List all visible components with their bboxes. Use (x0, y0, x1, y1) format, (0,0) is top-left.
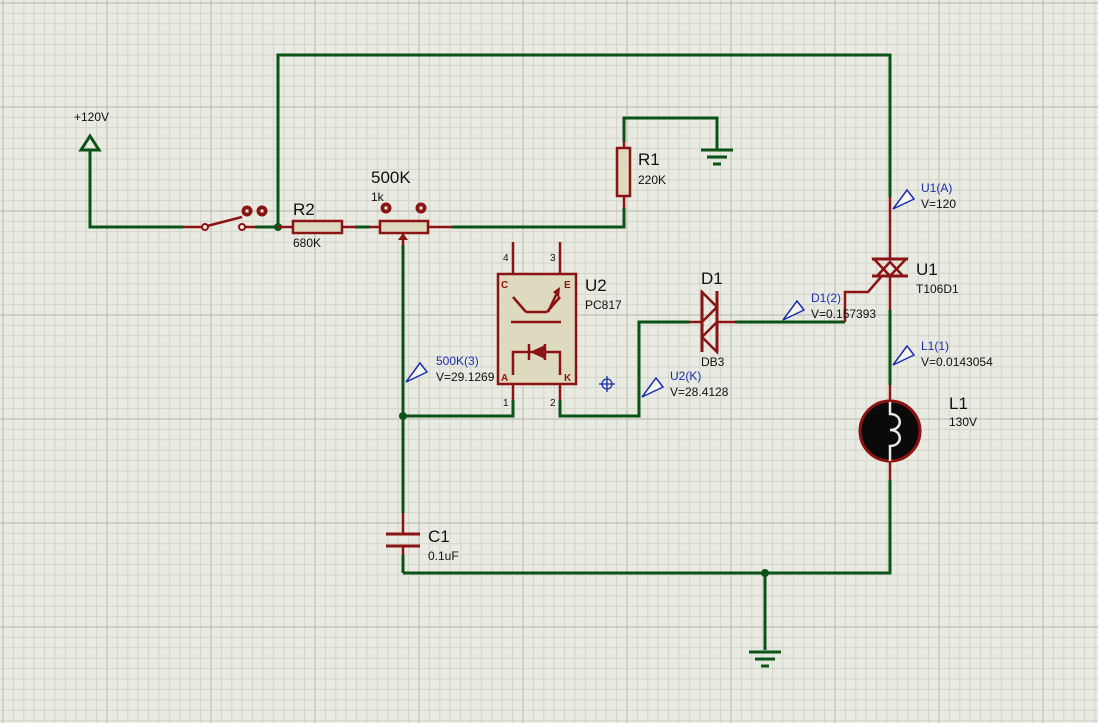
pot-ref: 500K (371, 168, 411, 187)
u1-value: T106D1 (916, 282, 959, 296)
pot-button-dot (384, 206, 388, 210)
wire-u2k-diac[interactable] (558, 320, 690, 418)
junctions (274, 223, 769, 577)
power-label: +120V (74, 110, 109, 124)
u2-pin-c: C (501, 280, 508, 291)
voltage-probe-pot3[interactable]: 500K(3) V=29.1269 (405, 354, 495, 384)
r1-ref: R1 (638, 150, 660, 169)
probe-value: V=29.1269 (436, 370, 495, 384)
d1-triangle-icon (700, 288, 719, 326)
wire-top-loop[interactable] (276, 53, 892, 227)
resistor-r2[interactable]: R2 680K (278, 200, 355, 250)
c1-ref: C1 (428, 527, 450, 546)
d1-ref: D1 (701, 269, 723, 288)
switch-blade (206, 215, 243, 228)
r1-value: 220K (638, 173, 666, 187)
wire-ground-bus[interactable] (403, 480, 892, 575)
probe-arrow-icon (405, 361, 429, 383)
d1-triangle-icon (700, 318, 719, 356)
u2-pin-e: E (564, 280, 571, 291)
wire-pot-r1[interactable] (452, 208, 626, 229)
u1-gate (843, 276, 882, 322)
probe-name: U1(A) (921, 181, 952, 195)
switch-button-dot (245, 209, 249, 213)
lamp-filament-icon (888, 402, 901, 461)
ground-bottom-icon (749, 650, 781, 668)
probe-value: V=0.0143054 (921, 355, 993, 369)
probe-value: V=120 (921, 197, 956, 211)
u2-pin3-num: 3 (550, 253, 556, 264)
wire-supply[interactable] (88, 150, 183, 229)
l1-ref: L1 (949, 394, 968, 413)
pot-wiper-arrow-icon (398, 233, 408, 240)
probe-name: D1(2) (811, 291, 841, 305)
switch-contact (238, 223, 246, 231)
probe-arrow-icon (782, 299, 806, 321)
u2-light-arrow-icon (553, 287, 560, 298)
crosshair-cursor-icon (599, 376, 615, 392)
switch-button-dot (260, 209, 264, 213)
r1-body (615, 146, 632, 198)
pot-button-dot (419, 206, 423, 210)
probe-value: V=0.157393 (811, 307, 876, 321)
u2-led-triangle-icon (530, 345, 545, 359)
probe-arrow-icon (892, 344, 916, 366)
triac-u1[interactable]: U1 T106D1 (843, 197, 959, 322)
u2-value: PC817 (585, 298, 622, 312)
r2-body (291, 219, 344, 235)
probe-name: L1(1) (921, 339, 949, 353)
probe-arrow-icon (641, 376, 665, 398)
r2-value: 680K (293, 236, 321, 250)
wire-pin1[interactable] (403, 400, 515, 418)
capacitor-c1[interactable]: C1 0.1uF (386, 513, 459, 563)
switch[interactable] (183, 205, 268, 231)
pot-body (378, 219, 430, 235)
u2-pin1-num: 1 (503, 398, 509, 409)
resistor-r1[interactable]: R1 220K (615, 142, 666, 208)
optocoupler-u2[interactable]: C E A K 4 3 1 2 U2 PC817 (496, 242, 622, 409)
probe-name: U2(K) (670, 369, 701, 383)
u2-pin-k: K (564, 373, 572, 384)
voltage-probe-l1-1[interactable]: L1(1) V=0.0143054 (892, 339, 993, 369)
probe-name: 500K(3) (436, 354, 479, 368)
voltage-probe-u2k[interactable]: U2(K) V=28.4128 (641, 369, 729, 399)
voltage-probe-d1-2[interactable]: D1(2) V=0.157393 (782, 291, 876, 321)
r2-ref: R2 (293, 200, 315, 219)
u1-triangle-icon (874, 260, 906, 278)
probe-arrow-icon (892, 188, 916, 210)
u2-pin-a: A (501, 373, 508, 384)
junction-dot (761, 569, 769, 577)
junction-dot (399, 412, 407, 420)
c1-value: 0.1uF (428, 549, 459, 563)
power-arrow-icon (78, 133, 102, 152)
u2-pin2-num: 2 (550, 398, 556, 409)
diac-d1[interactable]: D1 DB3 (690, 269, 735, 369)
potentiometer-500k[interactable]: 500K 1k (370, 168, 452, 245)
u1-triangle-icon (871, 257, 909, 278)
u2-body (496, 272, 578, 386)
lamp-l1[interactable]: L1 130V (858, 385, 977, 480)
u2-phototransistor-icon (511, 294, 561, 324)
voltage-probe-u1a[interactable]: U1(A) V=120 (892, 181, 956, 211)
u1-ref: U1 (916, 260, 938, 279)
u2-pin4-num: 4 (503, 253, 509, 264)
power-terminal[interactable]: +120V (74, 110, 109, 152)
probe-value: V=28.4128 (670, 385, 729, 399)
u2-ref: U2 (585, 276, 607, 295)
wires (88, 53, 892, 650)
wire-r1-ground[interactable] (622, 116, 719, 145)
l1-value: 130V (949, 415, 977, 429)
d1-value: DB3 (701, 355, 725, 369)
ground-top-icon (701, 145, 733, 166)
pot-value: 1k (371, 190, 385, 204)
